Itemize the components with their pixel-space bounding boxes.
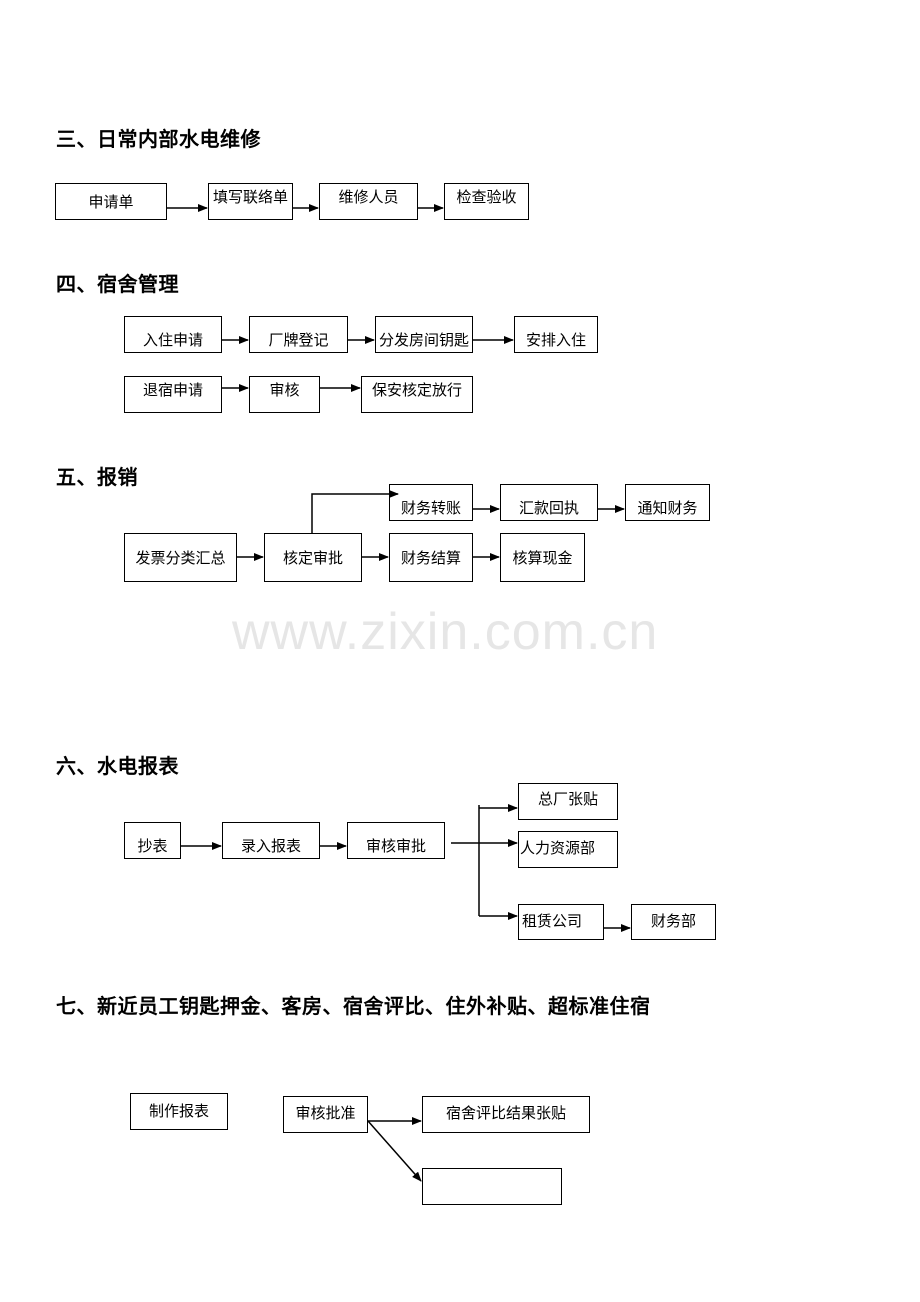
flow-box-remittance-receipt: 汇款回执: [500, 484, 598, 521]
box-label: 审核批准: [295, 1104, 356, 1122]
box-label: 厂牌登记: [268, 331, 329, 349]
flow-box-approval: 核定审批: [264, 533, 362, 582]
box-label: 抄表: [137, 837, 168, 855]
flow-box-key-distribution: 分发房间钥匙: [375, 316, 473, 353]
flow-box-arrange-checkin: 安排入住: [514, 316, 598, 353]
section-3-heading: 三、日常内部水电维修: [56, 127, 261, 151]
section-4-heading: 四、宿舍管理: [56, 272, 179, 296]
flow-box-leasing-company: 租赁公司: [518, 904, 604, 940]
watermark: www.zixin.com.cn: [232, 603, 659, 661]
flow-box-badge-registration: 厂牌登记: [249, 316, 348, 353]
box-label: 入住申请: [142, 331, 203, 349]
box-label: 人力资源部: [520, 839, 596, 857]
box-label: 财务部: [650, 912, 696, 930]
flow-box-finance-transfer: 财务转账: [389, 484, 473, 521]
section-6-heading: 六、水电报表: [56, 754, 179, 778]
flow-box-enter-report: 录入报表: [222, 822, 320, 859]
box-label: 审核审批: [365, 837, 426, 855]
flow-box-checkin-application: 入住申请: [124, 316, 222, 353]
flow-box-invoice-summary: 发票分类汇总: [124, 533, 237, 582]
flow-box-application-form: 申请单: [55, 183, 167, 220]
box-label: 汇款回执: [518, 499, 579, 517]
flow-box-security-release: 保安核定放行: [361, 376, 473, 413]
box-label: 申请单: [88, 193, 134, 211]
box-label: 审核: [269, 381, 300, 399]
box-label: 核定审批: [282, 549, 343, 567]
flow-box-empty: [422, 1168, 562, 1205]
flow-box-review: 审核: [249, 376, 320, 413]
box-label: 填写联络单: [212, 188, 288, 206]
flow-box-meter-reading: 抄表: [124, 822, 181, 859]
box-label: 核算现金: [512, 549, 573, 567]
box-label: 检查验收: [456, 188, 517, 206]
flow-box-notify-finance: 通知财务: [625, 484, 710, 521]
section-7-heading: 七、新近员工钥匙押金、客房、宿舍评比、住外补贴、超标准住宿: [56, 994, 651, 1018]
box-label: 宿舍评比结果张贴: [445, 1104, 566, 1122]
flow-box-inspection: 检查验收: [444, 183, 529, 220]
box-label: 安排入住: [525, 331, 586, 349]
flow-box-dorm-rating-posting: 宿舍评比结果张贴: [422, 1096, 590, 1133]
flow-box-hr-department: 人力资源部: [518, 831, 618, 868]
box-label: 退宿申请: [142, 381, 203, 399]
flow-box-finance-department: 财务部: [631, 904, 716, 940]
flow-box-maintenance-staff: 维修人员: [319, 183, 418, 220]
flow-box-finance-settlement: 财务结算: [389, 533, 473, 582]
flow-box-review-approve: 审核批准: [283, 1096, 368, 1133]
box-label: 通知财务: [637, 499, 698, 517]
flow-box-review-approval: 审核审批: [347, 822, 445, 859]
box-label: 发票分类汇总: [135, 549, 226, 567]
box-label: 录入报表: [240, 837, 301, 855]
box-label: 财务转账: [400, 499, 461, 517]
section-5-heading: 五、报销: [56, 465, 138, 489]
flow-box-factory-posting: 总厂张贴: [518, 783, 618, 820]
box-label: 总厂张贴: [537, 790, 598, 808]
box-label: 保安核定放行: [371, 381, 462, 399]
box-label: 财务结算: [400, 549, 461, 567]
flow-box-checkout-application: 退宿申请: [124, 376, 222, 413]
box-label: 租赁公司: [522, 912, 583, 930]
flow-box-make-report: 制作报表: [130, 1093, 228, 1130]
flow-box-cash-accounting: 核算现金: [500, 533, 585, 582]
box-label: 制作报表: [148, 1102, 209, 1120]
box-label: 分发房间钥匙: [378, 331, 469, 349]
flow-box-fill-contact-form: 填写联络单: [208, 183, 293, 220]
box-label: 维修人员: [338, 188, 399, 206]
